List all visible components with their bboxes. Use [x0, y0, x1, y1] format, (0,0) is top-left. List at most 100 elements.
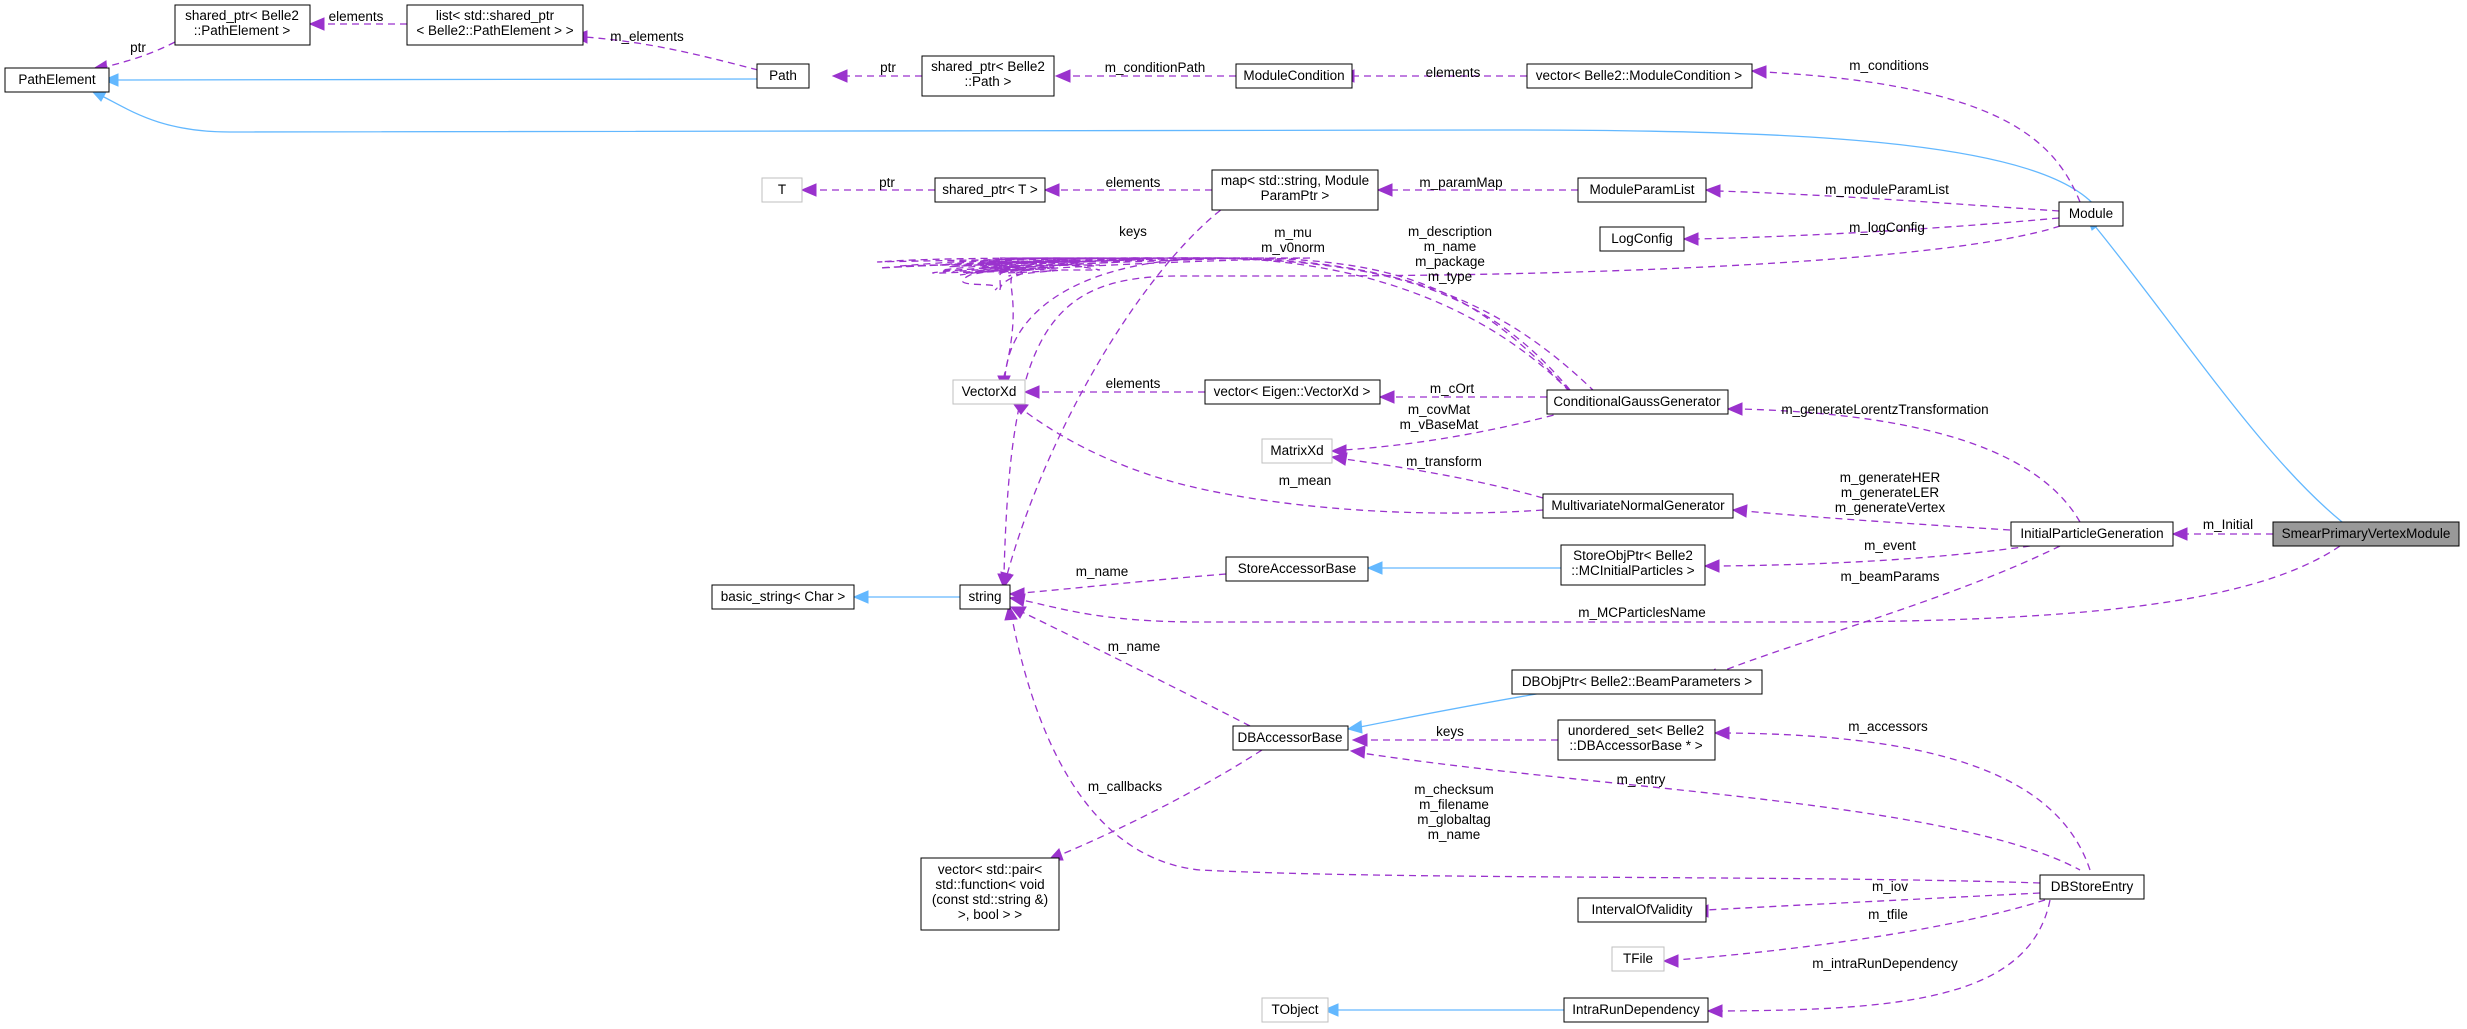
- text-line: StoreObjPtr< Belle2: [1573, 548, 1693, 563]
- svg-text:shared_ptr< T >: shared_ptr< T >: [942, 182, 1038, 197]
- svg-text:shared_ptr< Belle2::PathElemen: shared_ptr< Belle2::PathElement >: [185, 8, 299, 38]
- class-node-module[interactable]: Module: [2058, 201, 2124, 227]
- text-line: m_paramMap: [1419, 175, 1502, 190]
- text-line: m_moduleParamList: [1825, 182, 1949, 197]
- edge-m-name-db: [1021, 611, 1251, 727]
- class-node-smearprimaryvertexmodule[interactable]: SmearPrimaryVertexModule: [2272, 521, 2460, 547]
- text-line: m_covMat: [1408, 402, 1471, 417]
- text-line: TObject: [1271, 1002, 1318, 1017]
- text-line: DBAccessorBase: [1237, 730, 1342, 745]
- class-node-vector-vectorxd[interactable]: vector< Eigen::VectorXd >: [1204, 379, 1381, 405]
- class-node-logconfig[interactable]: LogConfig: [1599, 226, 1685, 252]
- text-line: IntervalOfValidity: [1591, 902, 1692, 917]
- edge-label: elements: [1106, 376, 1161, 391]
- svg-text:T: T: [778, 182, 786, 197]
- text-line: ptr: [879, 175, 895, 190]
- edge-m-logconfig: [1695, 217, 2060, 240]
- arrowhead: [1349, 745, 1366, 759]
- edge-mu-down-vxd: [999, 257, 1241, 293]
- class-node-list-sharedptr-pathelement[interactable]: list< std::shared_ptr< Belle2::PathEleme…: [406, 4, 584, 46]
- class-node-dbobjptr-beamparameters[interactable]: DBObjPtr< Belle2::BeamParameters >: [1511, 669, 1763, 695]
- class-node-intrarundependency[interactable]: IntraRunDependency: [1563, 997, 1709, 1023]
- edge-m-entry: [1354, 751, 2081, 871]
- edge-label: m_Initial: [2203, 517, 2253, 532]
- class-node-conditionalgaussgenerator[interactable]: ConditionalGaussGenerator: [1546, 389, 1729, 415]
- svg-text:MatrixXd: MatrixXd: [1270, 443, 1323, 458]
- svg-text:InitialParticleGeneration: InitialParticleGeneration: [2020, 526, 2163, 541]
- text-line: m_accessors: [1848, 719, 1928, 734]
- class-node-string[interactable]: string: [959, 584, 1011, 610]
- text-line: Module: [2069, 206, 2113, 221]
- class-node-moduleparamlist[interactable]: ModuleParamList: [1577, 177, 1707, 203]
- text-line: MatrixXd: [1270, 443, 1323, 458]
- class-node-sharedptr-path[interactable]: shared_ptr< Belle2::Path >: [921, 55, 1055, 97]
- edges: [90, 17, 2356, 1018]
- svg-text:ModuleParamList: ModuleParamList: [1589, 182, 1694, 197]
- edge-m-event: [1716, 545, 2031, 567]
- text-line: ConditionalGaussGenerator: [1553, 394, 1721, 409]
- class-node-multivariatenormalgenerator[interactable]: MultivariateNormalGenerator: [1542, 493, 1734, 519]
- svg-text:vector< Belle2::ModuleConditio: vector< Belle2::ModuleCondition >: [1536, 68, 1742, 83]
- edge-label: m_logConfig: [1849, 220, 1925, 235]
- text-line: m_elements: [610, 29, 684, 44]
- svg-text:DBStoreEntry: DBStoreEntry: [2051, 879, 2134, 894]
- text-line: m_conditionPath: [1105, 60, 1206, 75]
- text-line: T: [778, 182, 786, 197]
- text-line: m_generateLER: [1841, 485, 1940, 500]
- svg-text:vector< Eigen::VectorXd >: vector< Eigen::VectorXd >: [1214, 384, 1371, 399]
- class-node-t[interactable]: T: [761, 177, 803, 203]
- class-node-dbaccessorbase[interactable]: DBAccessorBase: [1232, 725, 1349, 751]
- edge-dbobjptr-inherits-dbaccessorbase: [1359, 689, 1561, 728]
- edge-m-tfile: [1675, 899, 2046, 961]
- text-line: m_vBaseMat: [1400, 417, 1479, 432]
- class-node-sharedptr-pathelement[interactable]: shared_ptr< Belle2::PathElement >: [174, 4, 311, 46]
- edge-m-conditions: [1763, 71, 2081, 203]
- class-node-pathelement[interactable]: PathElement: [4, 67, 110, 93]
- class-node-dbstoreentry[interactable]: DBStoreEntry: [2039, 874, 2145, 900]
- class-node-basic-string[interactable]: basic_string< Char >: [711, 584, 855, 610]
- svg-text:LogConfig: LogConfig: [1611, 231, 1673, 246]
- class-node-storeaccessorbase[interactable]: StoreAccessorBase: [1225, 556, 1369, 582]
- class-node-vectorxd[interactable]: VectorXd: [952, 379, 1026, 405]
- edge-mu-to-vxd-main: [1004, 257, 1571, 393]
- class-node-tobject[interactable]: TObject: [1261, 997, 1329, 1023]
- edge-label: m_tfile: [1868, 907, 1908, 922]
- text-line: m_generateHER: [1840, 470, 1941, 485]
- class-node-vector-modulecondition[interactable]: vector< Belle2::ModuleCondition >: [1526, 63, 1753, 89]
- arrowhead: [1000, 571, 1014, 589]
- text-line: m_transform: [1406, 454, 1482, 469]
- text-line: ptr: [130, 40, 146, 55]
- edge-label: elements: [329, 9, 384, 24]
- class-node-unordered-set-dbaccessorbase[interactable]: unordered_set< Belle2::DBAccessorBase * …: [1557, 719, 1716, 761]
- class-node-tfile[interactable]: TFile: [1611, 946, 1665, 972]
- text-line: vector< Eigen::VectorXd >: [1214, 384, 1371, 399]
- class-node-initialparticlegeneration[interactable]: InitialParticleGeneration: [2010, 521, 2174, 547]
- text-line: keys: [1436, 724, 1464, 739]
- svg-text:Module: Module: [2069, 206, 2113, 221]
- edge-labels: m_Initial m_MCParticlesName m_generateLo…: [130, 9, 2253, 971]
- arrowhead: [1366, 561, 1383, 575]
- text-line: ::DBAccessorBase * >: [1569, 738, 1702, 753]
- text-line: DBStoreEntry: [2051, 879, 2134, 894]
- class-node-path[interactable]: Path: [756, 63, 810, 89]
- class-node-matrixxd[interactable]: MatrixXd: [1261, 438, 1333, 464]
- class-node-intervalofvalidity[interactable]: IntervalOfValidity: [1577, 897, 1707, 923]
- class-node-sharedptr-t[interactable]: shared_ptr< T >: [934, 177, 1046, 203]
- arrowhead: [1750, 65, 1767, 79]
- class-node-storeobjptr-mcinitialparticles[interactable]: StoreObjPtr< Belle2::MCInitialParticles …: [1560, 544, 1706, 586]
- text-line: ::Path >: [965, 74, 1012, 89]
- text-line: m_type: [1428, 269, 1472, 284]
- text-line: DBObjPtr< Belle2::BeamParameters >: [1522, 674, 1752, 689]
- class-node-vector-pair-function[interactable]: vector< std::pair<std::function< void(co…: [920, 857, 1060, 931]
- text-line: unordered_set< Belle2: [1568, 723, 1704, 738]
- text-line: elements: [1426, 65, 1481, 80]
- class-node-modulecondition[interactable]: ModuleCondition: [1235, 63, 1353, 89]
- text-line: m_cOrt: [1430, 381, 1475, 396]
- edge-label: m_conditionPath: [1105, 60, 1206, 75]
- arrowhead: [2171, 527, 2188, 541]
- edge-label: ptr: [880, 60, 896, 75]
